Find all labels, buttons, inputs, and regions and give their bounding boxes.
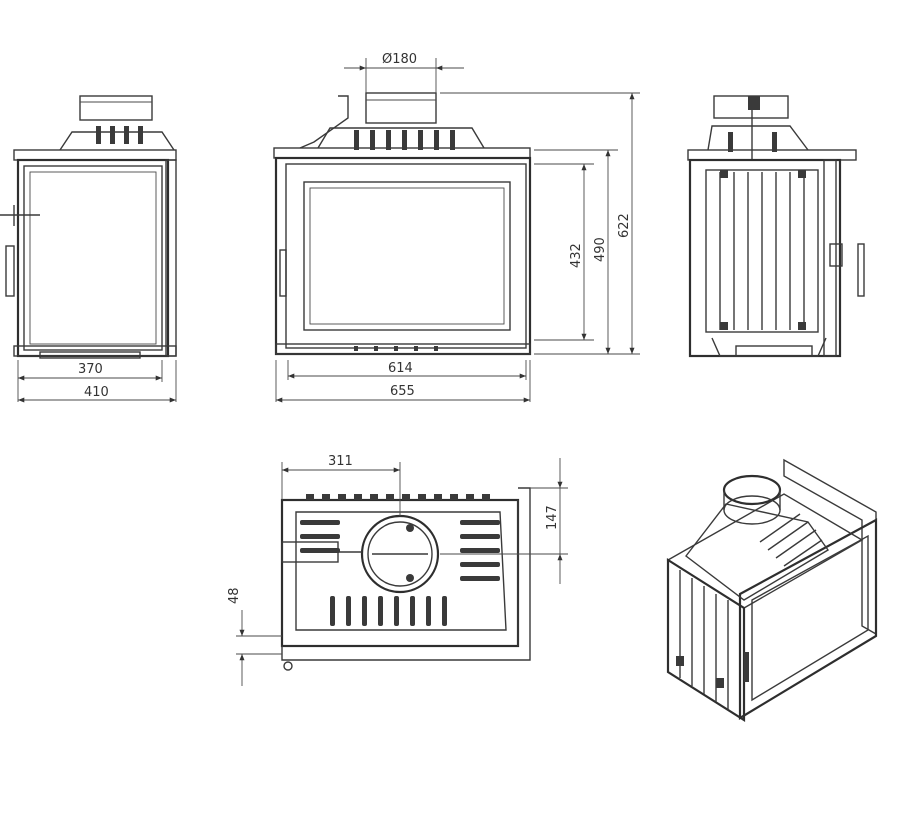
right-side-view bbox=[687, 95, 865, 358]
label-flue-offset: 311 bbox=[328, 454, 353, 469]
label-flue-diameter: Ø180 bbox=[382, 52, 417, 67]
label-glass-height: 432 bbox=[569, 243, 584, 268]
label-base-offset: 48 bbox=[227, 587, 242, 604]
label-flue-depth: 147 bbox=[545, 505, 560, 530]
left-front-view bbox=[0, 95, 177, 359]
top-plan-view bbox=[280, 487, 531, 671]
dimension-labels: Ø180 370 410 614 655 432 490 622 311 147… bbox=[78, 52, 632, 604]
label-side-outer-width: 410 bbox=[84, 385, 109, 400]
isometric-view bbox=[666, 458, 878, 722]
label-body-height: 490 bbox=[593, 237, 608, 262]
label-front-inner-width: 614 bbox=[388, 361, 413, 376]
label-front-outer-width: 655 bbox=[390, 384, 415, 399]
dimension-lines bbox=[17, 58, 640, 686]
center-front-view bbox=[273, 92, 532, 356]
label-total-height: 622 bbox=[617, 213, 632, 238]
label-side-inner-width: 370 bbox=[78, 362, 103, 377]
